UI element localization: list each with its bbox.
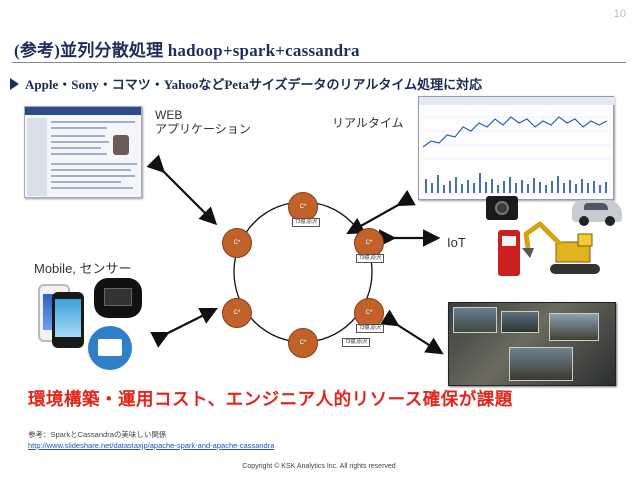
cassandra-node: C*	[288, 328, 318, 358]
arrow-web	[146, 154, 218, 226]
excavator-icon	[522, 221, 600, 274]
reference-link[interactable]: http://www.slideshare.net/datastaxjp/apa…	[28, 441, 275, 450]
reference-note: 参考：SparkとCassandraの美味しい関係	[28, 430, 167, 439]
challenge-callout: 環境構築・運用コスト、エンジニア人的リソース確保が課題	[28, 390, 513, 410]
copyright-footer: Copyright © KSK Analytics Inc. All right…	[242, 463, 396, 470]
web-app-label: WEB アプリケーション	[155, 108, 251, 136]
bullet-point: Apple・Sony・コマツ・YahooなどPetaサイズデータのリアルタイム処…	[10, 74, 482, 93]
arrow-realtime	[346, 189, 416, 235]
slide-title: (参考)並列分散処理 hadoop+spark+cassandra	[14, 41, 360, 60]
triangle-bullet-icon	[10, 77, 19, 90]
car-icon	[572, 200, 622, 226]
page-number: 10	[613, 8, 626, 20]
title-divider	[12, 62, 626, 63]
camera-icon	[486, 196, 518, 220]
cassandra-node: C*	[222, 298, 252, 328]
smartphone-icon	[52, 292, 84, 348]
web-app-screenshot	[24, 106, 142, 198]
cassandra-node: C*	[354, 298, 384, 328]
node-tag: 73億,原沢	[356, 254, 384, 263]
realtime-label: リアルタイム	[332, 116, 404, 130]
node-tag: 73億,原沢	[356, 324, 384, 333]
handheld-console-icon	[94, 278, 142, 318]
realtime-chart-screenshot	[418, 96, 615, 200]
cassandra-node: C*	[288, 192, 318, 222]
tablet-icon	[88, 326, 132, 370]
game-screenshot	[448, 302, 616, 386]
cassandra-node: C*	[222, 228, 252, 258]
person-photo-icon	[113, 135, 129, 155]
cassandra-node: C*	[354, 228, 384, 258]
iot-label: IoT	[447, 235, 466, 250]
node-tag: 73億,原沢	[342, 338, 370, 347]
node-tag: 73億,原沢	[292, 218, 320, 227]
fuel-pump-icon	[498, 230, 520, 276]
arrow-game	[380, 309, 444, 355]
arrow-mobile	[150, 308, 218, 348]
mobile-sensor-label: Mobile, センサー	[34, 261, 132, 276]
bullet-text: Apple・Sony・コマツ・YahooなどPetaサイズデータのリアルタイム処…	[25, 77, 483, 92]
